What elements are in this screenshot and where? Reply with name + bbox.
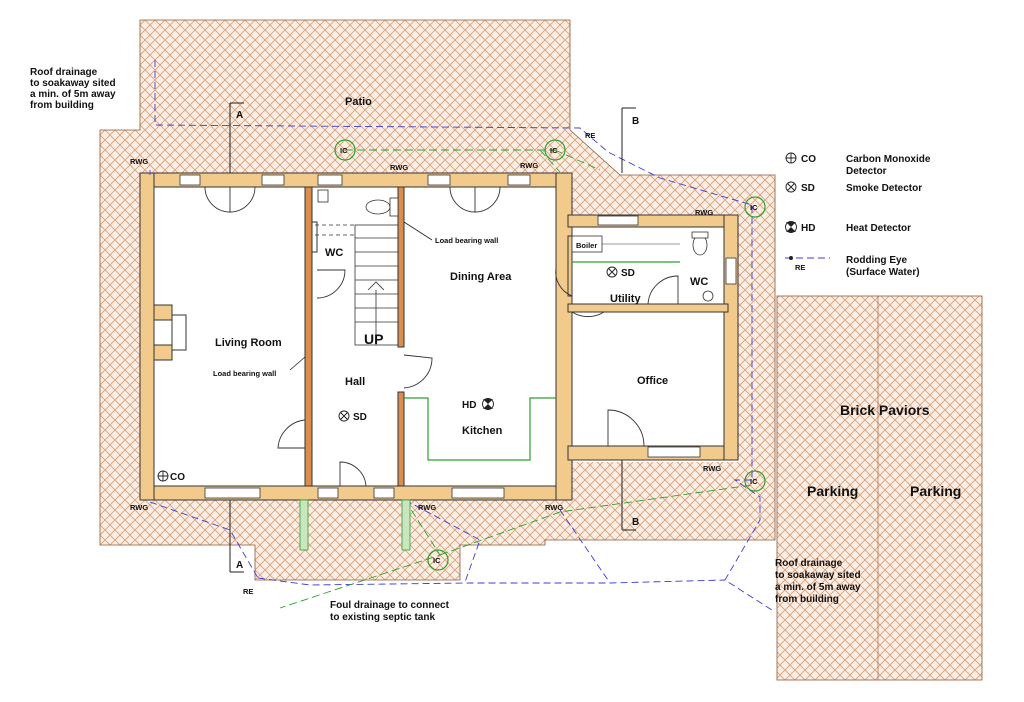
legend-code: SD — [801, 183, 815, 194]
note-line: from building — [775, 594, 839, 605]
foul-drainage-lines — [279, 149, 753, 609]
chimney-breast — [153, 304, 187, 361]
legend: CO Carbon Monoxide Detector SD Smoke Det… — [785, 152, 931, 278]
note-line: a min. of 5m away — [775, 582, 861, 593]
rwg-label: RWG — [418, 503, 436, 512]
kitchen-units — [404, 397, 556, 461]
leader-line — [289, 356, 306, 371]
sd-utility-label: SD — [621, 268, 635, 279]
ic-label: IC — [340, 146, 348, 155]
staircase — [315, 224, 399, 346]
section-marker-a-top: A — [236, 110, 243, 121]
legend-text: Rodding Eye — [846, 255, 908, 266]
legend-item-hd: HD Heat Detector — [785, 221, 911, 234]
rwg-label: RWG — [130, 503, 148, 512]
legend-text: (Surface Water) — [846, 267, 920, 278]
wc-main-label: WC — [325, 247, 343, 259]
note-line: to soakaway sited — [30, 78, 116, 89]
building-interior — [140, 173, 738, 500]
inspection-chambers — [334, 139, 766, 571]
section-marker-b-bottom: B — [632, 517, 639, 528]
dining-area-label: Dining Area — [450, 271, 512, 283]
note-line: Foul drainage to connect — [330, 600, 450, 611]
sd-hall-label: SD — [353, 412, 367, 423]
rwg-label: RWG — [703, 464, 721, 473]
brick-paviors-label: Brick Paviors — [840, 402, 930, 418]
kitchen-label: Kitchen — [462, 425, 503, 437]
note-line: a min. of 5m away — [30, 89, 116, 100]
roof-drainage-note-top: Roof drainage to soakaway sited a min. o… — [30, 67, 116, 111]
hall-label: Hall — [345, 376, 365, 388]
re-labels: RE RE — [243, 131, 595, 596]
note-line: Roof drainage — [30, 67, 98, 78]
rwg-label: RWG — [545, 503, 563, 512]
rwg-label: RWG — [520, 161, 538, 170]
legend-text: Heat Detector — [846, 223, 911, 234]
section-marker-b-top: B — [632, 116, 639, 127]
load-bearing-right-label: Load bearing wall — [435, 236, 498, 245]
legend-item-sd: SD Smoke Detector — [785, 181, 922, 194]
note-line: from building — [30, 100, 94, 111]
ic-label: IC — [550, 146, 558, 155]
hd-kitchen-label: HD — [462, 400, 476, 411]
wc-fixtures — [317, 189, 714, 302]
utility-label: Utility — [610, 293, 641, 305]
boiler-label: Boiler — [576, 241, 597, 250]
re-label: RE — [585, 131, 595, 140]
rwg-label: RWG — [695, 208, 713, 217]
legend-code: CO — [801, 154, 816, 165]
wc-utility-label: WC — [690, 276, 708, 288]
surface-drainage-lines — [149, 60, 776, 613]
windows — [179, 174, 737, 499]
living-room-label: Living Room — [215, 337, 282, 349]
co-living-label: CO — [170, 472, 185, 483]
note-line: to soakaway sited — [775, 570, 861, 581]
legend-item-re: RE Rodding Eye (Surface Water) — [785, 255, 920, 278]
office-label: Office — [637, 375, 668, 387]
rwg-label: RWG — [130, 157, 148, 166]
boiler-unit: Boiler — [571, 235, 680, 263]
note-line: Roof drainage — [775, 558, 843, 569]
parking-right-label: Parking — [910, 483, 961, 499]
parking-area — [776, 295, 983, 681]
floor-grilles — [299, 499, 411, 551]
smoke-detector-hall: SD — [338, 410, 367, 423]
legend-text: Carbon Monoxide — [846, 154, 931, 165]
rwg-label: RWG — [390, 163, 408, 172]
ic-label: IC — [750, 203, 758, 212]
parking-left-label: Parking — [807, 483, 858, 499]
re-label: RE — [243, 587, 253, 596]
ic-label: IC — [750, 477, 758, 486]
leader-line — [403, 221, 433, 241]
ic-label: IC — [433, 556, 441, 565]
legend-text: Smoke Detector — [846, 183, 922, 194]
section-marker-a-bottom: A — [236, 560, 243, 571]
ic-labels: IC IC IC IC IC — [340, 146, 758, 565]
note-line: to existing septic tank — [330, 612, 435, 623]
legend-code: RE — [795, 263, 805, 272]
legend-item-co: CO Carbon Monoxide Detector — [785, 152, 931, 177]
heat-detector-kitchen: HD — [462, 398, 494, 411]
rwg-labels: RWG RWG RWG RWG RWG RWG RWG RWG — [130, 157, 721, 512]
stairs-up-label: UP — [364, 331, 383, 347]
smoke-detector-utility: SD — [606, 266, 635, 279]
legend-code: HD — [801, 223, 815, 234]
legend-text: Detector — [846, 166, 887, 177]
co-detector-living: CO — [157, 470, 185, 483]
foul-drainage-note: Foul drainage to connect to existing sep… — [330, 600, 450, 623]
doors — [204, 186, 679, 487]
load-bearing-left-label: Load bearing wall — [213, 369, 276, 378]
section-markers — [229, 102, 636, 573]
patio-label: Patio — [345, 96, 372, 108]
roof-drainage-note-bottom: Roof drainage to soakaway sited a min. o… — [775, 558, 861, 605]
